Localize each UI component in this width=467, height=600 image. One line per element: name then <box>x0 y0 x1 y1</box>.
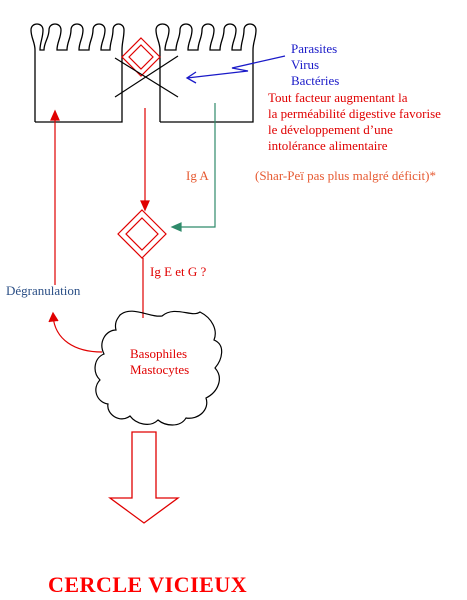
ige-label: Ig E et G ? <box>150 264 207 279</box>
consequence-down-arrow <box>108 431 180 524</box>
intestinal-villi-left <box>30 23 125 123</box>
pathogen-label: Bactéries <box>291 73 340 88</box>
antigen-passage-arrow <box>140 108 150 212</box>
barrier-cross <box>114 55 179 98</box>
degranulation-up-arrow <box>50 109 60 285</box>
permeability-note-line: Tout facteur augmentant la <box>268 90 408 105</box>
iga-arrow <box>170 103 216 232</box>
intestinal-villi-right <box>155 23 257 123</box>
pathogen-entry-arrow <box>185 55 286 84</box>
diagram-title: CERCLE VICIEUX <box>48 572 248 597</box>
cell-label-basophiles: Basophiles <box>130 346 188 361</box>
basophil-mastocyte-cloud <box>94 310 223 426</box>
permeability-note-line: le développement d’une <box>268 122 393 137</box>
permeability-note-line: la perméabilité digestive favorise <box>268 106 441 121</box>
degranulation-label: Dégranulation <box>6 283 81 298</box>
sharpei-note: (Shar-Peï pas plus malgré déficit)* <box>255 168 436 183</box>
permeability-note-line: intolérance alimentaire <box>268 138 388 153</box>
degranulation-curve-arrow <box>48 311 103 353</box>
iga-label: Ig A <box>186 168 209 183</box>
pathogen-label: Parasites <box>291 41 338 56</box>
pathogen-label: Virus <box>291 57 320 72</box>
epithelial-gap-diamond <box>121 37 161 77</box>
cell-label-mastocytes: Mastocytes <box>130 362 190 377</box>
antigen-antibody-diamond <box>117 209 167 259</box>
